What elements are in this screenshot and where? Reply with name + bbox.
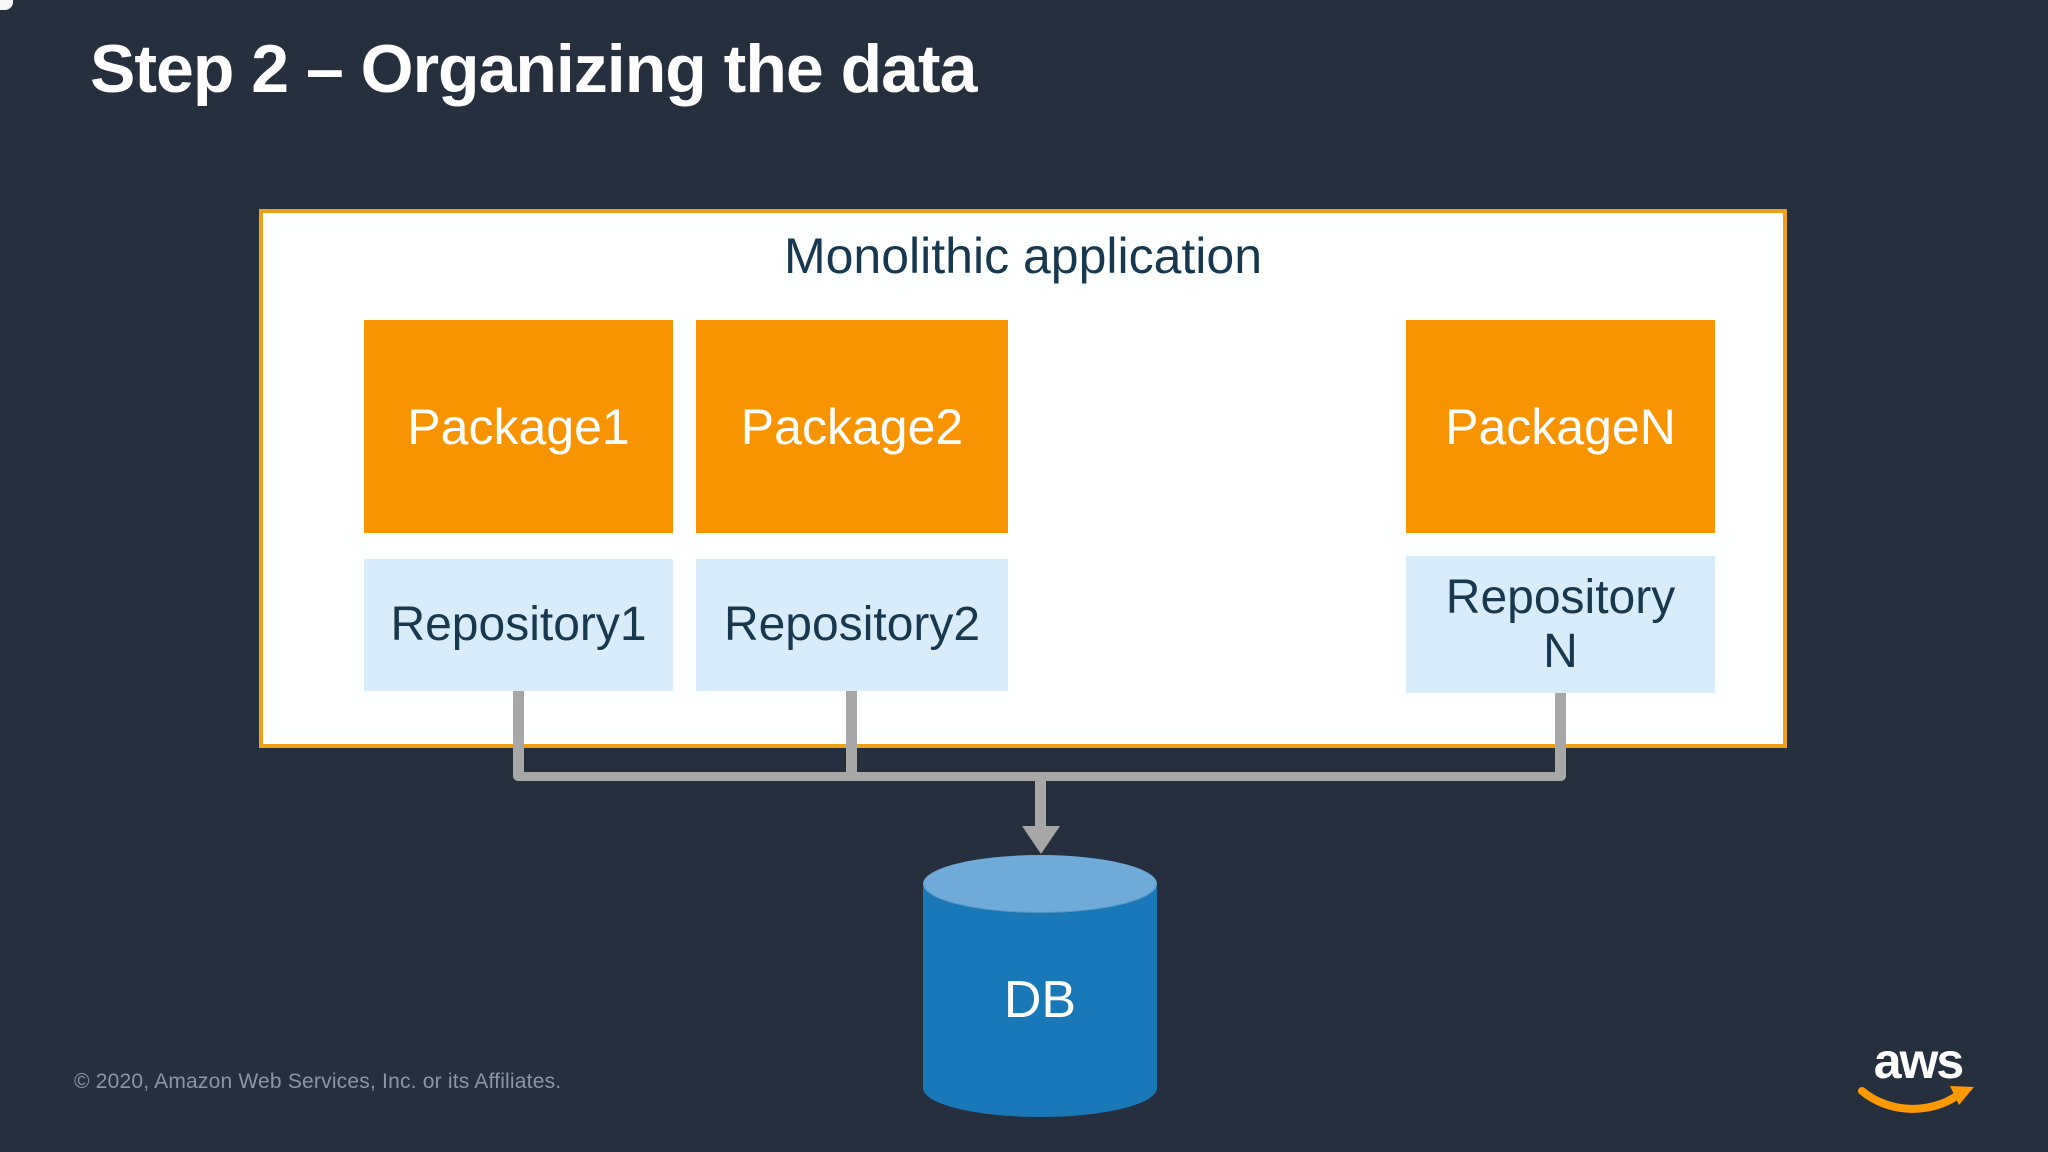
package-box-n: PackageN bbox=[1406, 320, 1715, 533]
repository-2-label: Repository2 bbox=[723, 598, 981, 652]
connector-line-repo2 bbox=[846, 691, 857, 776]
database-cylinder-icon bbox=[923, 855, 1157, 1117]
repository-n-label: Repository N bbox=[1445, 570, 1676, 678]
package-box-1: Package1 bbox=[364, 320, 673, 533]
aws-logo-text: aws bbox=[1873, 1033, 1965, 1089]
package-n-label: PackageN bbox=[1445, 398, 1676, 455]
package-1-label: Package1 bbox=[407, 398, 630, 455]
connector-line-repo1 bbox=[513, 691, 524, 776]
monolith-container-title: Monolithic application bbox=[783, 228, 1263, 284]
repository-box-1: Repository1 bbox=[364, 559, 673, 691]
copyright-text: © 2020, Amazon Web Services, Inc. or its… bbox=[74, 1070, 562, 1093]
package-2-label: Package2 bbox=[740, 398, 964, 455]
repository-box-2: Repository2 bbox=[696, 559, 1008, 691]
repository-1-label: Repository1 bbox=[390, 598, 647, 652]
repository-box-n: Repository N bbox=[1406, 556, 1715, 693]
package-box-2: Package2 bbox=[696, 320, 1008, 533]
connector-line-repon bbox=[1555, 693, 1566, 776]
arrow-down-icon bbox=[1022, 826, 1060, 854]
aws-smile-arrow-icon bbox=[1858, 1086, 1974, 1113]
connector-arrow-shaft bbox=[1035, 772, 1046, 830]
aws-logo: aws bbox=[1856, 1036, 1980, 1126]
page-title: Step 2 – Organizing the data bbox=[90, 31, 977, 107]
db-label: DB bbox=[1003, 971, 1077, 1029]
corner-artifact bbox=[0, 0, 13, 10]
